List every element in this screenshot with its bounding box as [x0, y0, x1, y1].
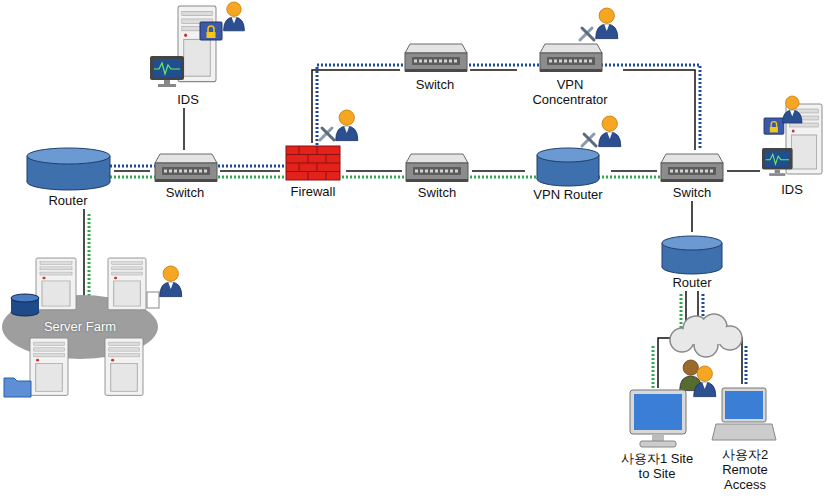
internet-cloud [670, 314, 742, 357]
lock-icon [764, 118, 784, 134]
network-link [623, 70, 695, 150]
traffic-path [89, 65, 746, 388]
network-link [346, 170, 402, 172]
admin-icon [224, 2, 245, 31]
router-icon [27, 148, 110, 190]
server-icon [108, 258, 146, 310]
switch-device: Switch [657, 150, 727, 201]
device-label: 사용자2 Remote Access [709, 448, 781, 493]
server-farm: Server Farm [2, 296, 158, 358]
laptop-icon [712, 388, 776, 440]
network-link [220, 170, 280, 172]
desktop-icon [630, 390, 686, 447]
ids-device: IDS [148, 5, 228, 108]
switch-icon [406, 154, 468, 182]
network-link [727, 170, 760, 172]
device-label: IDS [780, 183, 804, 198]
tool-icon [320, 128, 334, 140]
switch-icon [405, 44, 467, 72]
firewall-icon [286, 146, 340, 180]
server-icon [36, 258, 76, 310]
clipboard-icon [147, 292, 159, 308]
lock-icon [200, 22, 222, 40]
network-link [691, 201, 693, 232]
concentrator-icon [540, 44, 602, 72]
router-device: Router [22, 146, 114, 209]
admin-icon [783, 96, 803, 123]
tool-icon [580, 28, 594, 40]
monitor-icon [762, 148, 793, 176]
device-label: Server Farm [43, 320, 117, 335]
user-terminal: 사용자2 Remote Access [709, 384, 781, 493]
network-link [114, 170, 150, 172]
admin-icon [596, 8, 618, 39]
network-link [312, 70, 400, 143]
switch-device: Switch [402, 150, 472, 201]
switch-icon [155, 154, 217, 182]
network-link [472, 170, 525, 172]
admin-icon [599, 116, 621, 147]
switch-device: Switch [150, 150, 220, 201]
switch-device: Switch [400, 40, 470, 93]
ids-device: IDS [760, 103, 824, 198]
device-label: Switch [165, 186, 205, 201]
device-label: Router [47, 194, 88, 209]
admin-icon [336, 110, 358, 141]
router-device: Router [655, 232, 729, 291]
router-icon [662, 236, 722, 274]
tool-icon [582, 134, 596, 146]
device-label: Switch [672, 186, 712, 201]
firewall-device: Firewall [280, 143, 346, 200]
network-link [611, 170, 657, 172]
vpn-concentrator: VPN Concentrator [517, 40, 623, 108]
network-link [183, 108, 185, 150]
device-label: VPN Concentrator [517, 78, 623, 108]
device-label: 사용자1 Site to Site [619, 452, 695, 482]
folder-icon [4, 378, 31, 397]
user-terminal: 사용자1 Site to Site [619, 388, 695, 482]
network-link [470, 69, 517, 71]
device-label: Switch [417, 186, 457, 201]
vpn-router-icon [537, 148, 599, 186]
server-icon [30, 338, 68, 395]
network-link [83, 209, 85, 296]
device-label: VPN Router [532, 188, 603, 203]
admin-icon [160, 266, 182, 297]
user-icon [694, 366, 716, 397]
switch-icon [661, 154, 723, 182]
server-icon [105, 338, 143, 395]
device-label: IDS [176, 93, 200, 108]
device-label: Firewall [290, 185, 337, 200]
device-label: Router [671, 276, 712, 291]
database-icon [11, 294, 39, 316]
device-label: Switch [415, 78, 455, 93]
vpn-router: VPN Router [525, 146, 611, 203]
monitor-icon [150, 56, 184, 87]
